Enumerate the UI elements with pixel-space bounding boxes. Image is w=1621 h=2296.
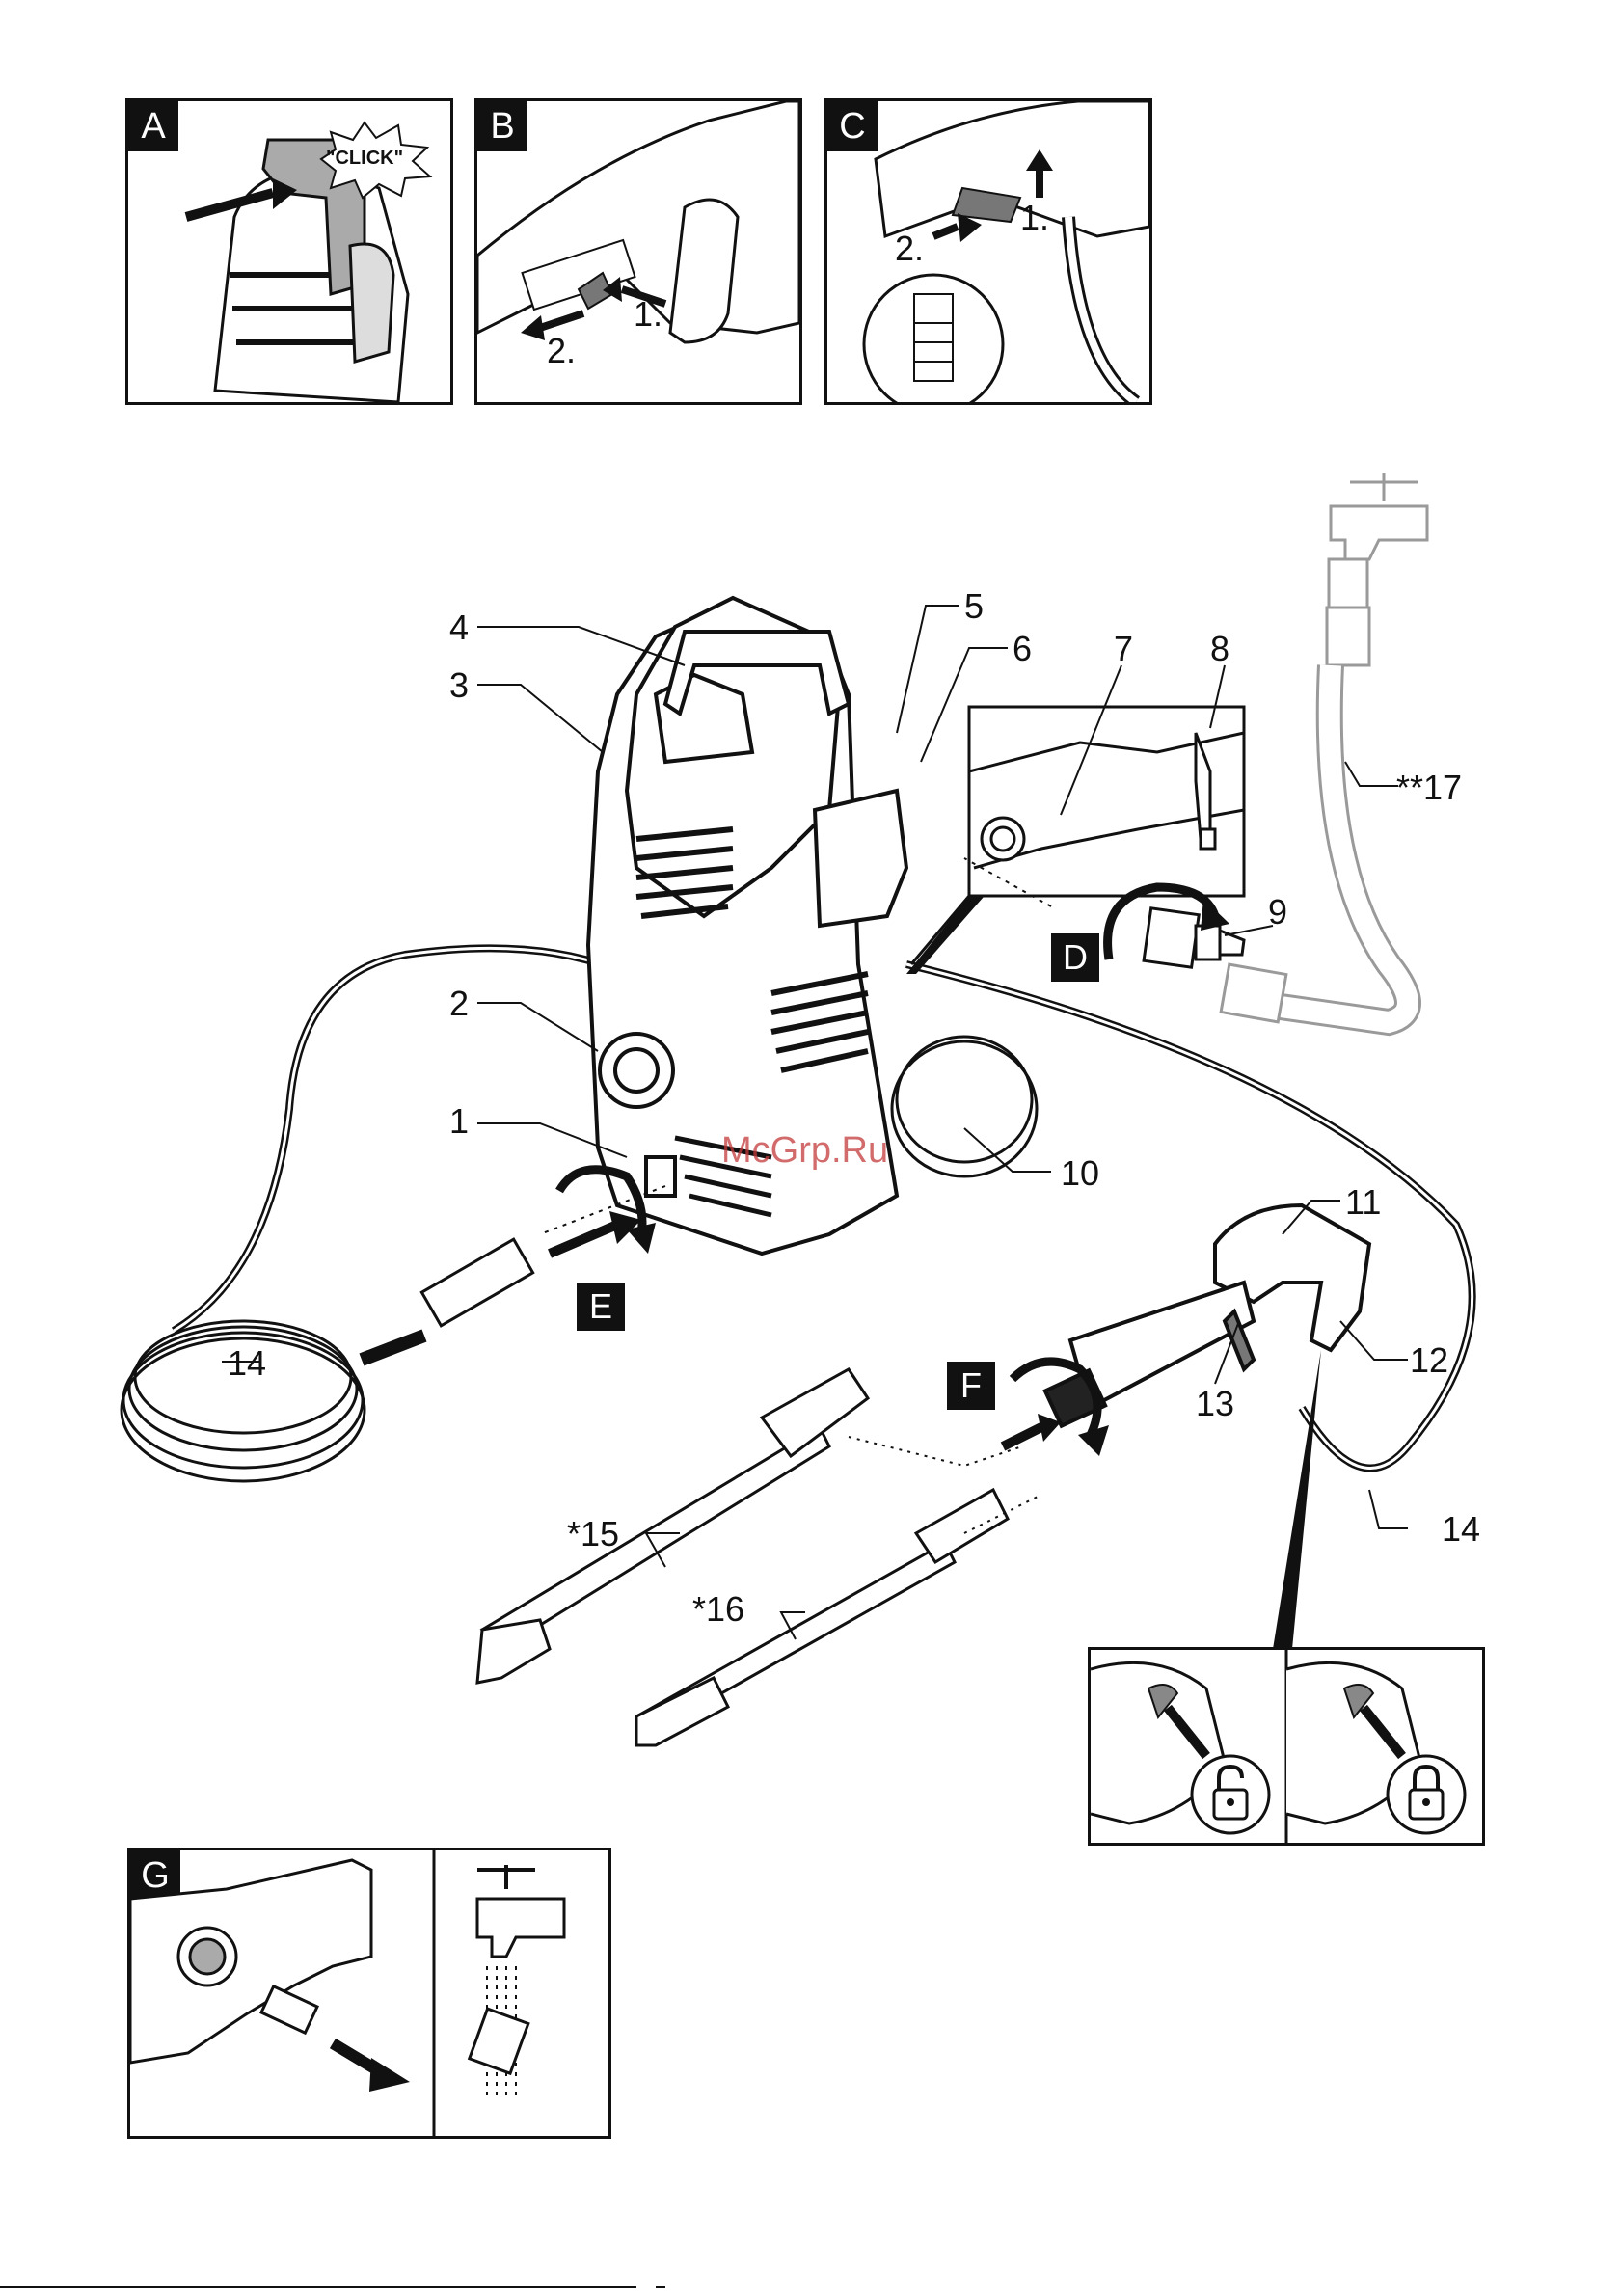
callout-10: 10: [1061, 1153, 1099, 1194]
tap-hose-illustration: [1221, 473, 1427, 1022]
callout-9: 9: [1268, 892, 1287, 932]
panel-f-badge: F: [947, 1362, 995, 1410]
callout-16: *16: [692, 1589, 744, 1630]
push-arrow-icon: [550, 1225, 617, 1254]
watermark: McGrp.Ru: [721, 1130, 888, 1172]
connector-9: [1144, 908, 1244, 967]
push-arrow-icon: [1003, 1427, 1041, 1446]
callout-3: 3: [449, 665, 469, 706]
callout-17: **17: [1396, 768, 1462, 808]
panel-e-badge: E: [577, 1283, 625, 1331]
callout-1: 1: [449, 1101, 469, 1142]
callout-12: 12: [1410, 1340, 1448, 1381]
callout-8: 8: [1210, 629, 1229, 669]
panel-g: G: [127, 1848, 611, 2139]
callout-11: 11: [1345, 1182, 1381, 1223]
callout-14-hose: 14: [1442, 1509, 1480, 1550]
trigger-lock-inset: [1088, 1647, 1485, 1846]
panel-d-badge: D: [1051, 933, 1099, 982]
filter-cleaning-illustration: [130, 1850, 608, 2136]
callout-15: *15: [567, 1514, 619, 1554]
callout-5: 5: [964, 586, 984, 627]
detail-d-inset: [969, 707, 1244, 896]
callout-13: 13: [1196, 1384, 1234, 1424]
lock-icon: [1383, 1751, 1470, 1838]
callout-2: 2: [449, 984, 469, 1024]
callout-7: 7: [1114, 629, 1133, 669]
callout-14-coil: 14: [228, 1343, 266, 1384]
callout-6: 6: [1013, 629, 1032, 669]
unlock-icon: [1187, 1751, 1274, 1838]
tap-icon: [470, 1865, 564, 2101]
callout-4: 4: [449, 608, 469, 648]
